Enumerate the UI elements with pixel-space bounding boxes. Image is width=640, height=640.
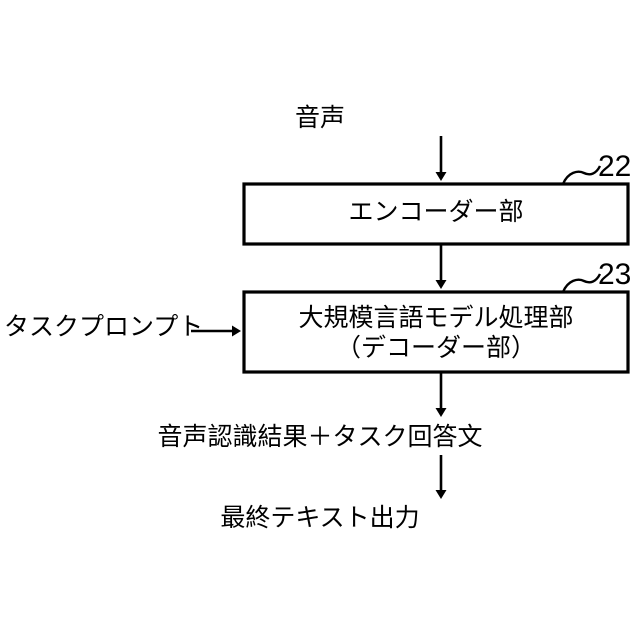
reference-numeral-22: 22 xyxy=(598,150,632,183)
label-intermediate-output: 音声認識結果＋タスク回答文 xyxy=(157,423,483,451)
reference-numeral-23: 23 xyxy=(598,258,632,291)
label-audio-input: 音声 xyxy=(294,104,345,132)
block-encoder-label: エンコーダー部 xyxy=(348,198,524,226)
leader-line-22 xyxy=(561,165,602,185)
label-task-prompt: タスクプロンプト xyxy=(4,313,204,341)
label-final-output: 最終テキスト出力 xyxy=(220,504,420,532)
block-llm-label: 大規模言語モデル処理部 （デコーダー部） xyxy=(244,304,628,363)
block-llm xyxy=(242,290,630,374)
leader-line-23 xyxy=(561,273,602,293)
block-llm-label-line1: 大規模言語モデル処理部 xyxy=(298,304,574,332)
block-encoder xyxy=(242,182,630,246)
block-llm-label-line2: （デコーダー部） xyxy=(335,333,536,362)
